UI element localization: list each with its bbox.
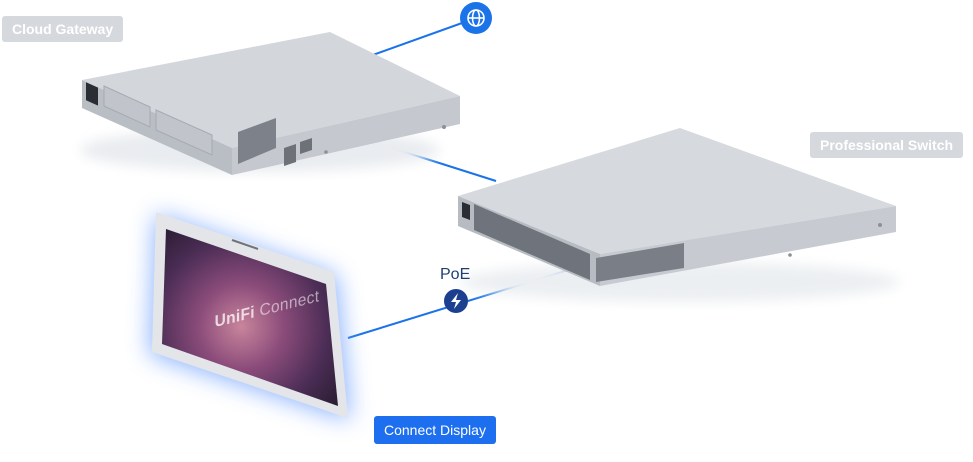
connect-display-device xyxy=(150,212,350,420)
internet-badge xyxy=(460,2,492,34)
poe-badge xyxy=(444,289,468,313)
lightning-bolt-icon xyxy=(451,293,461,309)
cloud-gateway-label: Cloud Gateway xyxy=(2,16,124,42)
globe-icon xyxy=(467,9,485,27)
professional-switch-label: Professional Switch xyxy=(810,132,964,158)
connect-display-label: Connect Display xyxy=(374,416,496,444)
cloud-gateway-device xyxy=(80,32,460,175)
professional-switch-device xyxy=(458,128,900,302)
poe-label: PoE xyxy=(440,266,471,283)
